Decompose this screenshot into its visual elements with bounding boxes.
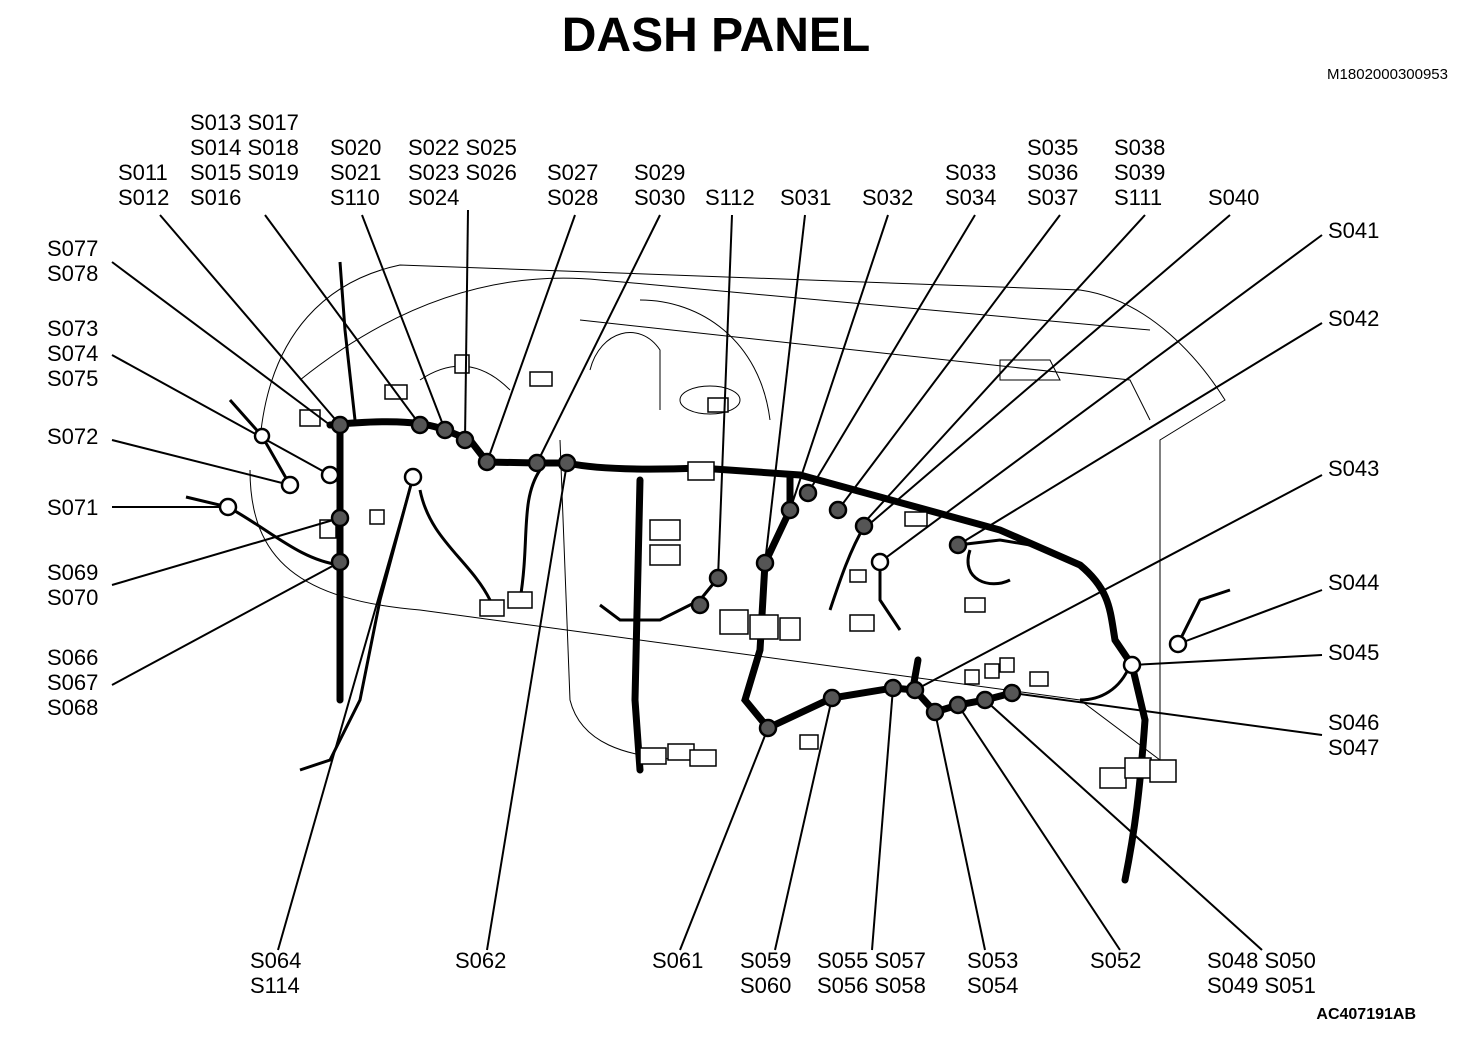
label-s072: S072: [47, 424, 99, 449]
diagram-title: DASH PANEL: [561, 9, 871, 62]
label-s112: S112: [705, 185, 755, 210]
label-s032: S032: [862, 185, 914, 210]
label-s044: S044: [1328, 570, 1380, 595]
label-s045: S045: [1328, 640, 1380, 665]
label-s040: S040: [1208, 185, 1260, 210]
label-s061: S061: [652, 948, 704, 973]
label-s043: S043: [1328, 456, 1380, 481]
label-s042: S042: [1328, 306, 1380, 331]
wiring-harness: [326, 418, 1149, 884]
dash-outline: [249, 264, 1226, 761]
label-s052: S052: [1090, 948, 1142, 973]
label-s041: S041: [1328, 218, 1380, 243]
splice-points: [218, 415, 1188, 738]
label-s071: S071: [47, 495, 99, 520]
label-s031: S031: [780, 185, 832, 210]
label-s062: S062: [455, 948, 507, 973]
connectors: [299, 354, 1177, 789]
leader-lines: [111, 209, 1323, 951]
document-id: M1802000300953: [1327, 66, 1448, 83]
figure-id: AC407191AB: [1316, 1006, 1416, 1023]
